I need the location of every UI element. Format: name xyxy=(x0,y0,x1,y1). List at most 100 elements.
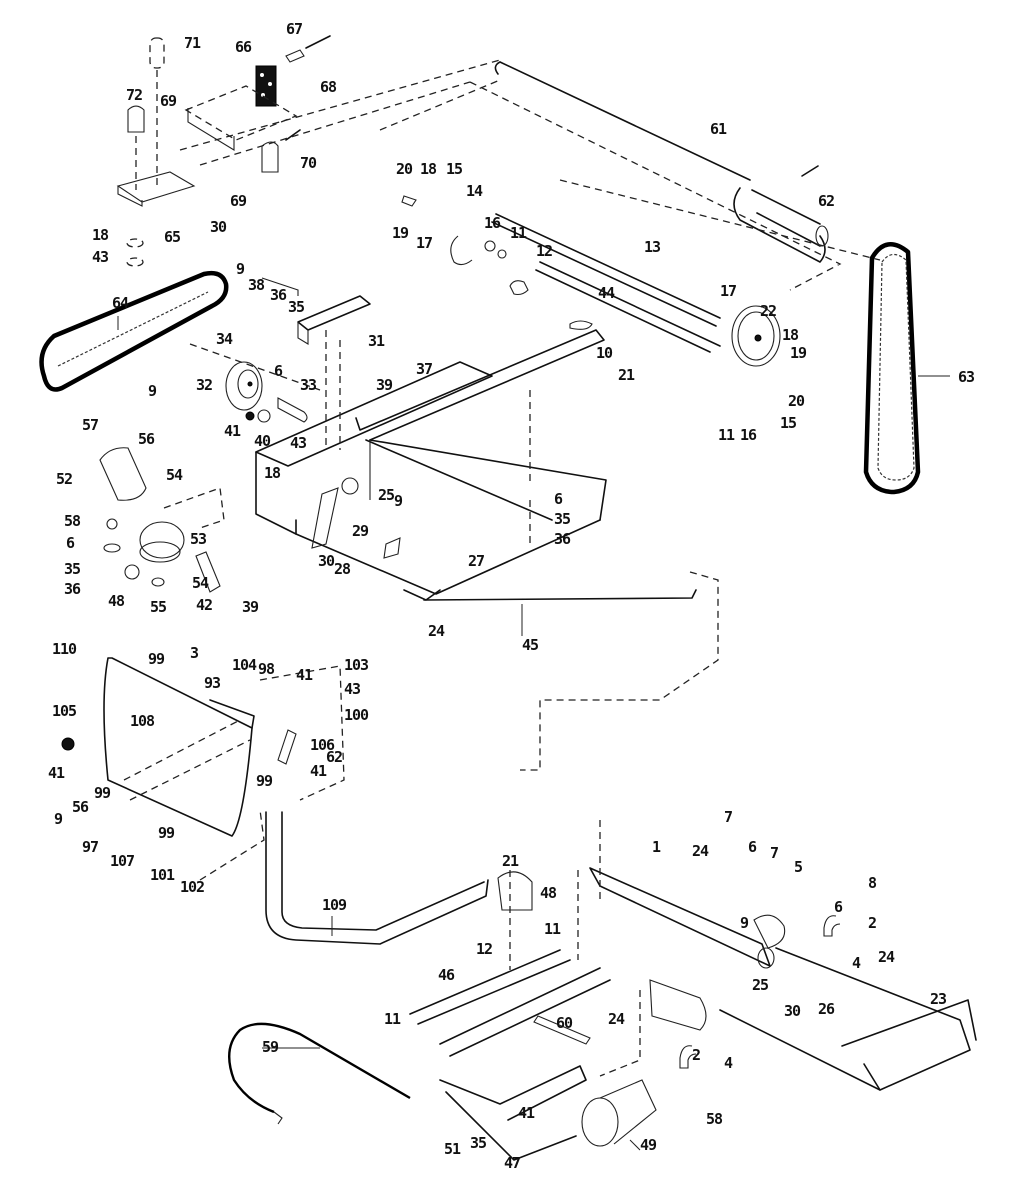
part-callout-36: 36 xyxy=(270,286,287,304)
part-callout-12: 12 xyxy=(476,940,492,958)
part-callout-108: 108 xyxy=(130,712,155,730)
part-callout-52: 52 xyxy=(56,470,72,488)
part-65-base xyxy=(116,171,196,203)
part-callout-58: 58 xyxy=(706,1110,723,1128)
part-callout-66: 66 xyxy=(235,38,252,56)
part-callout-6: 6 xyxy=(834,898,843,916)
part-callout-33: 33 xyxy=(300,376,317,394)
part-callout-69: 69 xyxy=(230,192,247,210)
part-callout-54: 54 xyxy=(192,574,209,592)
part-callout-102: 102 xyxy=(180,878,204,896)
part-108-shield-assembly xyxy=(61,657,345,881)
part-32-pulley xyxy=(225,361,263,411)
part-callout-21: 21 xyxy=(618,366,635,384)
part-callout-19: 19 xyxy=(392,224,409,242)
part-callout-59: 59 xyxy=(262,1038,279,1056)
part-callout-29: 29 xyxy=(352,522,369,540)
part-59-power-cord xyxy=(228,1022,411,1125)
part-47-handle xyxy=(445,1091,577,1161)
part-callout-44: 44 xyxy=(598,284,615,302)
part-callout-36: 36 xyxy=(64,580,81,598)
part-callout-9: 9 xyxy=(54,810,63,828)
part-callout-6: 6 xyxy=(748,838,757,856)
part-callout-4: 4 xyxy=(852,954,861,972)
part-callout-3: 3 xyxy=(190,644,199,662)
part-60-pin xyxy=(533,1015,591,1045)
part-callout-70: 70 xyxy=(300,154,317,172)
part-callout-34: 34 xyxy=(216,330,233,348)
part-callout-24: 24 xyxy=(428,622,445,640)
part-callout-99: 99 xyxy=(94,784,111,802)
part-callout-9: 9 xyxy=(740,914,749,932)
part-callout-43: 43 xyxy=(344,680,361,698)
part-callout-45: 45 xyxy=(522,636,539,654)
part-callout-47: 47 xyxy=(504,1154,520,1172)
part-callout-51: 51 xyxy=(444,1140,461,1158)
part-callout-35: 35 xyxy=(64,560,81,578)
part-callout-40: 40 xyxy=(254,432,271,450)
part-callout-54: 54 xyxy=(166,466,183,484)
part-callout-15: 15 xyxy=(780,414,797,432)
part-109-handle xyxy=(265,811,489,945)
part-callout-18: 18 xyxy=(420,160,437,178)
part-callout-35: 35 xyxy=(288,298,305,316)
part-callout-18: 18 xyxy=(782,326,799,344)
part-callout-68: 68 xyxy=(320,78,337,96)
part-callout-22: 22 xyxy=(760,302,776,320)
left-drive-pulley-assembly xyxy=(99,447,225,593)
part-callout-6: 6 xyxy=(554,490,563,508)
part-callout-20: 20 xyxy=(788,392,805,410)
part-callout-37: 37 xyxy=(416,360,432,378)
part-callout-24: 24 xyxy=(878,948,895,966)
part-callout-17: 17 xyxy=(416,234,432,252)
part-callout-24: 24 xyxy=(692,842,709,860)
part-callout-41: 41 xyxy=(224,422,241,440)
part-callout-100: 100 xyxy=(344,706,369,724)
part-callout-12: 12 xyxy=(536,242,552,260)
part-callout-41: 41 xyxy=(48,764,65,782)
part-callout-24: 24 xyxy=(608,1010,625,1028)
part-53-pulley xyxy=(139,521,185,559)
part-callout-64: 64 xyxy=(112,294,129,312)
part-callout-46: 46 xyxy=(438,966,455,984)
part-callout-11: 11 xyxy=(510,224,527,242)
part-callout-2: 2 xyxy=(692,1046,700,1064)
part-callout-97: 97 xyxy=(82,838,98,856)
part-callout-72: 72 xyxy=(126,86,142,104)
part-67-washer xyxy=(285,49,305,63)
part-callout-28: 28 xyxy=(334,560,351,578)
part-callout-56: 56 xyxy=(72,798,89,816)
part-callout-55: 55 xyxy=(150,598,167,616)
part-callout-14: 14 xyxy=(466,182,483,200)
part-callout-20: 20 xyxy=(396,160,413,178)
part-callout-11: 11 xyxy=(544,920,561,938)
part-callout-43: 43 xyxy=(92,248,109,266)
part-callout-62: 62 xyxy=(326,748,342,766)
part-callout-101: 101 xyxy=(150,866,175,884)
part-callout-1: 1 xyxy=(652,838,661,856)
lower-frame-assembly xyxy=(409,820,977,1161)
part-callout-93: 93 xyxy=(204,674,221,692)
part-callout-67: 67 xyxy=(286,20,302,38)
part-callout-17: 17 xyxy=(720,282,736,300)
part-callout-21: 21 xyxy=(502,852,519,870)
part-callout-16: 16 xyxy=(740,426,757,444)
part-callout-13: 13 xyxy=(644,238,661,256)
part-2-hook xyxy=(679,1045,697,1069)
part-callout-4: 4 xyxy=(724,1054,733,1072)
part-29-pin xyxy=(383,537,401,559)
part-33-pin xyxy=(277,397,308,423)
part-callout-48: 48 xyxy=(108,592,125,610)
part-callout-99: 99 xyxy=(256,772,273,790)
part-callout-41: 41 xyxy=(310,762,327,780)
part-45-rod xyxy=(423,571,719,771)
part-callout-39: 39 xyxy=(376,376,393,394)
part-callout-49: 49 xyxy=(640,1136,657,1154)
part-callout-32: 32 xyxy=(196,376,212,394)
part-callout-6: 6 xyxy=(274,362,283,380)
part-25-bushing xyxy=(341,477,359,495)
part-callout-9: 9 xyxy=(148,382,157,400)
part-callout-106: 106 xyxy=(310,736,335,754)
